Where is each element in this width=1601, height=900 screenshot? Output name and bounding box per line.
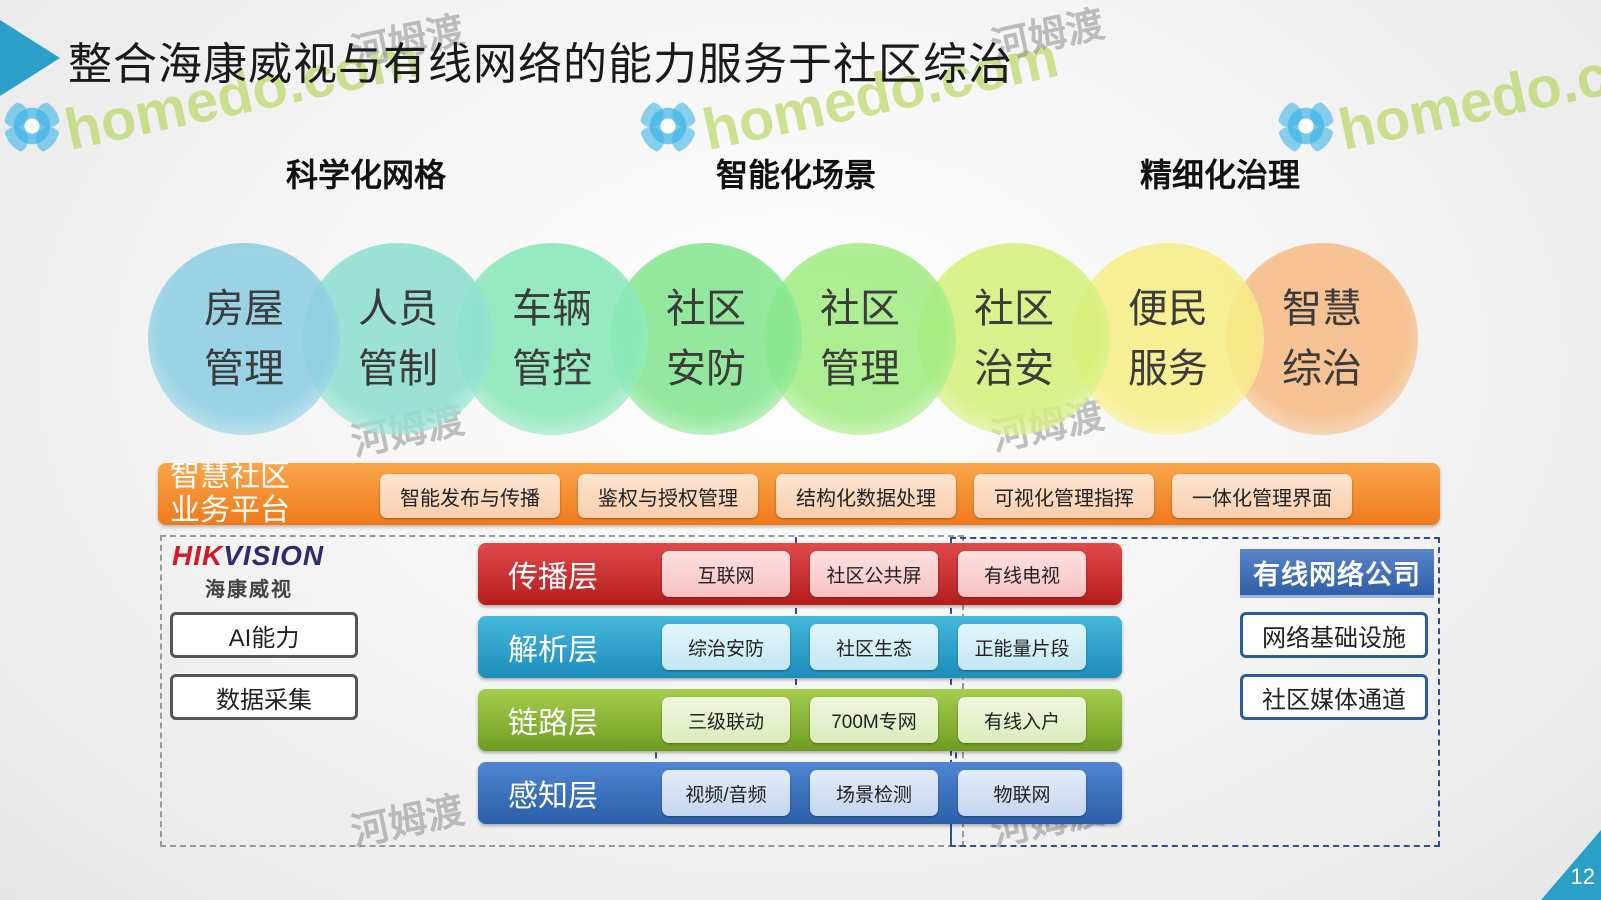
circle-text-line1: 社区 bbox=[974, 287, 1054, 331]
layer-label-perception: 感知层 bbox=[508, 780, 598, 813]
layer-item: 视频/音频 bbox=[662, 770, 790, 816]
layer-item: 场景检测 bbox=[810, 770, 938, 816]
layer-label-link: 链路层 bbox=[508, 707, 598, 740]
layer-item: 三级联动 bbox=[662, 697, 790, 743]
platform-label-line2: 业务平台 bbox=[170, 494, 290, 527]
layer-item: 有线入户 bbox=[958, 697, 1086, 743]
circle-text-line1: 便民 bbox=[1128, 287, 1208, 331]
platform-item-structured-data: 结构化数据处理 bbox=[776, 474, 956, 518]
circle-text-line1: 智慧 bbox=[1282, 287, 1362, 331]
layer-item: 社区公共屏 bbox=[810, 551, 938, 597]
circle-text-line2: 管控 bbox=[512, 347, 592, 391]
layer-item: 物联网 bbox=[958, 770, 1086, 816]
layer-item: 社区生态 bbox=[810, 624, 938, 670]
region-divider bbox=[795, 537, 797, 685]
circle-text-line2: 综治 bbox=[1282, 347, 1362, 391]
circle-text-line2: 服务 bbox=[1128, 347, 1208, 391]
circle-text-line1: 车辆 bbox=[512, 287, 592, 331]
layer-item: 有线电视 bbox=[958, 551, 1086, 597]
circle-2: 人员管制 bbox=[302, 243, 494, 435]
circle-3: 车辆管控 bbox=[456, 243, 648, 435]
circle-text-line1: 社区 bbox=[666, 287, 746, 331]
page-number: 12 bbox=[1570, 864, 1595, 889]
cable-company-header: 有线网络公司 bbox=[1240, 549, 1434, 598]
layer-item: 700M专网 bbox=[810, 697, 938, 743]
page-corner-decoration bbox=[1541, 830, 1601, 900]
hikvision-data-collection: 数据采集 bbox=[170, 674, 358, 720]
circle-text-line2: 安防 bbox=[666, 347, 746, 391]
platform-item-unified-ui: 一体化管理界面 bbox=[1172, 474, 1352, 518]
header-intelligent-scene: 智能化场景 bbox=[715, 157, 876, 193]
watermark-logo-icon bbox=[1278, 98, 1334, 154]
layer-item: 互联网 bbox=[662, 551, 790, 597]
hikvision-logo: HIKVISION bbox=[172, 540, 324, 572]
watermark-text: homedo.com bbox=[1333, 24, 1601, 163]
page-title: 整合海康威视与有线网络的能力服务于社区综治 bbox=[68, 40, 1013, 89]
circle-text-line1: 社区 bbox=[820, 287, 900, 331]
platform-label-line1: 智慧社区 bbox=[170, 460, 290, 493]
circle-text-line2: 管理 bbox=[204, 347, 284, 391]
circle-text-line2: 管理 bbox=[820, 347, 900, 391]
watermark-logo-icon bbox=[4, 98, 60, 154]
cable-network-infrastructure: 网络基础设施 bbox=[1240, 612, 1428, 658]
circle-8: 智慧综治 bbox=[1226, 243, 1418, 435]
circle-text-line1: 房屋 bbox=[204, 287, 284, 331]
hikvision-logo-vision: VISION bbox=[223, 540, 325, 571]
platform-label: 智慧社区 业务平台 bbox=[170, 460, 320, 528]
hikvision-ai-capability: AI能力 bbox=[170, 612, 358, 658]
layer-label-analysis: 解析层 bbox=[508, 634, 598, 667]
circle-1: 房屋管理 bbox=[148, 243, 340, 435]
platform-item-publish: 智能发布与传播 bbox=[380, 474, 560, 518]
title-arrow-icon bbox=[0, 20, 60, 96]
circle-text-line1: 人员 bbox=[358, 287, 438, 331]
circle-text-line2: 管制 bbox=[358, 347, 438, 391]
platform-item-visual-command: 可视化管理指挥 bbox=[974, 474, 1154, 518]
layer-item: 正能量片段 bbox=[958, 624, 1086, 670]
header-refined-governance: 精细化治理 bbox=[1139, 157, 1300, 193]
circle-text-line2: 治安 bbox=[974, 347, 1054, 391]
header-scientific-grid: 科学化网格 bbox=[285, 157, 446, 193]
hikvision-subtitle: 海康威视 bbox=[205, 579, 293, 601]
layer-item: 综治安防 bbox=[662, 624, 790, 670]
watermark-logo-icon bbox=[640, 98, 696, 154]
layer-label-propagation: 传播层 bbox=[508, 561, 598, 594]
platform-item-auth: 鉴权与授权管理 bbox=[578, 474, 758, 518]
hikvision-logo-hik: HIK bbox=[172, 540, 224, 571]
cable-community-media-channel: 社区媒体通道 bbox=[1240, 674, 1428, 720]
